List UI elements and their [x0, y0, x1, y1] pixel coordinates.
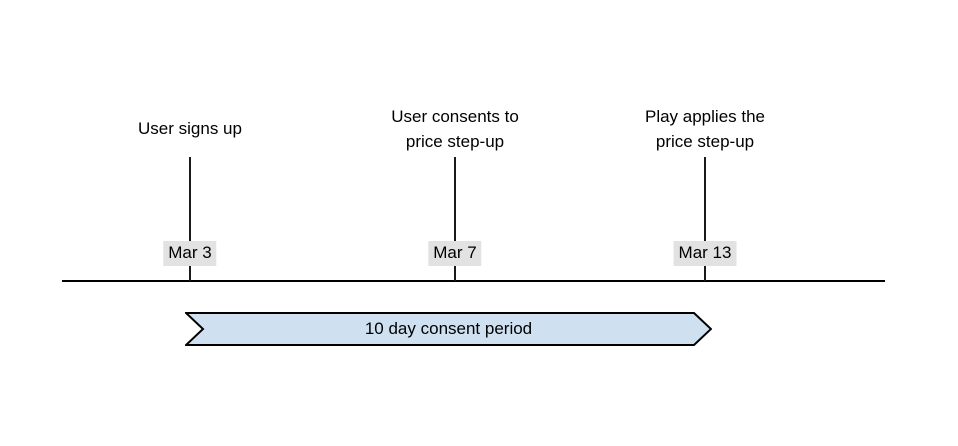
event-label-consent: User consents to price step-up — [391, 107, 519, 151]
event-date-apply: Mar 13 — [673, 241, 737, 266]
banner-chevron-path — [185, 312, 712, 346]
event-date-signup: Mar 3 — [163, 241, 217, 266]
event-tick-consent — [454, 157, 456, 281]
timeline-axis — [62, 280, 885, 282]
event-label-apply: Play applies the price step-up — [644, 107, 766, 151]
event-label-signup: User signs up — [138, 119, 242, 138]
event-tick-apply — [704, 157, 706, 281]
consent-period-banner-shape — [185, 312, 712, 346]
event-tick-signup — [189, 157, 191, 281]
consent-period-banner: 10 day consent period — [185, 312, 712, 346]
event-date-consent: Mar 7 — [428, 241, 482, 266]
